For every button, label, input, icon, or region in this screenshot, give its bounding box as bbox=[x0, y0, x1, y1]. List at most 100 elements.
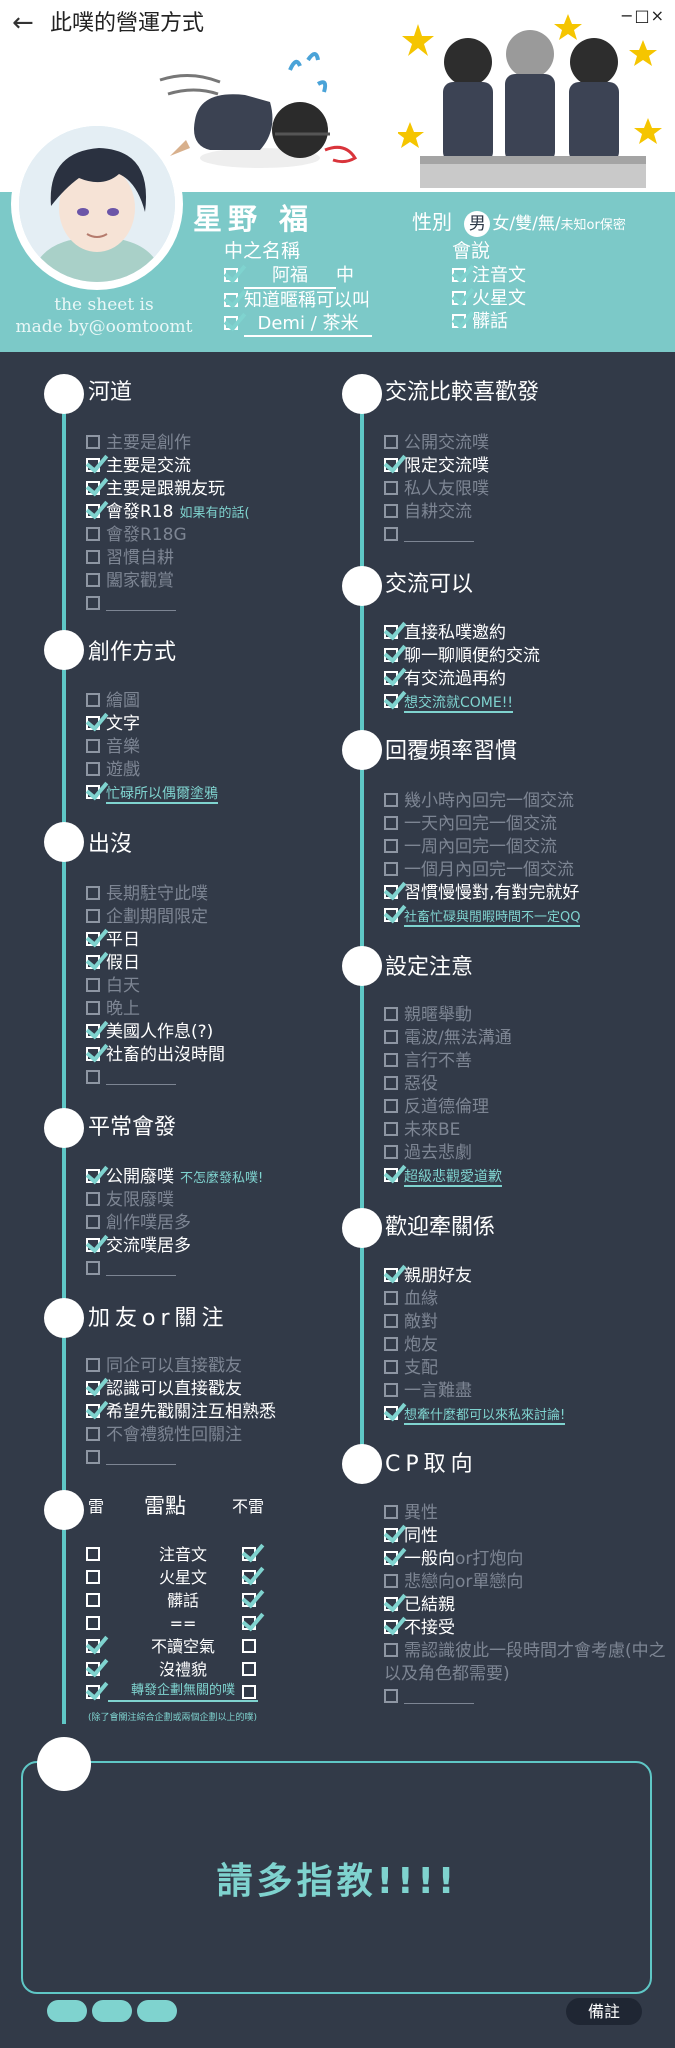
option-item[interactable]: 遊戲 bbox=[86, 759, 218, 782]
checkbox-icon[interactable] bbox=[86, 573, 100, 587]
checkbox-icon[interactable] bbox=[86, 1192, 100, 1206]
checkbox-icon[interactable] bbox=[86, 1001, 100, 1015]
option-item[interactable]: 惡役 bbox=[384, 1073, 512, 1096]
checkbox-checked-icon[interactable] bbox=[242, 1547, 256, 1561]
checkbox-icon[interactable] bbox=[384, 1337, 398, 1351]
checkbox-checked-icon[interactable] bbox=[384, 1597, 398, 1611]
checkbox-checked-icon[interactable] bbox=[86, 716, 100, 730]
checkbox-checked-icon[interactable] bbox=[242, 1616, 256, 1630]
option-item[interactable]: 繪圖 bbox=[86, 690, 218, 713]
option-item[interactable]: 長期駐守此噗 bbox=[86, 883, 225, 906]
checkbox-icon[interactable] bbox=[384, 1291, 398, 1305]
checkbox-icon[interactable] bbox=[384, 1145, 398, 1159]
checkbox-icon[interactable] bbox=[86, 435, 100, 449]
option-item[interactable]: 異性 bbox=[384, 1502, 674, 1525]
option-item[interactable]: 電波/無法溝通 bbox=[384, 1027, 512, 1050]
option-item[interactable]: 親朋好友 bbox=[384, 1265, 565, 1288]
option-item[interactable]: 公開交流噗 bbox=[384, 432, 489, 455]
checkbox-icon[interactable] bbox=[242, 1685, 256, 1699]
checkbox-icon[interactable] bbox=[86, 1215, 100, 1229]
page-pill-2[interactable] bbox=[92, 2000, 132, 2022]
checkbox-checked-icon[interactable] bbox=[86, 458, 100, 472]
option-item[interactable]: 主要是創作 bbox=[86, 432, 250, 455]
checkbox-icon[interactable] bbox=[384, 1689, 398, 1703]
checkbox-icon[interactable] bbox=[384, 1099, 398, 1113]
checkbox-icon[interactable] bbox=[384, 839, 398, 853]
checkbox-checked-icon[interactable] bbox=[384, 625, 398, 639]
option-item[interactable]: 企劃期間限定 bbox=[86, 906, 225, 929]
option-item[interactable]: 一天內回完一個交流 bbox=[384, 813, 580, 836]
option-item[interactable]: 交流噗居多 bbox=[86, 1235, 263, 1258]
option-item[interactable]: 限定交流噗 bbox=[384, 455, 489, 478]
checkbox-icon[interactable] bbox=[86, 1450, 100, 1464]
option-item[interactable]: 不接受 bbox=[384, 1617, 674, 1640]
checkbox-checked-icon[interactable] bbox=[86, 955, 100, 969]
checkbox-checked-icon[interactable] bbox=[384, 1268, 398, 1282]
option-item[interactable]: 希望先戳關注互相熟悉 bbox=[86, 1401, 276, 1424]
checkbox-icon[interactable] bbox=[384, 1122, 398, 1136]
checkbox-icon[interactable] bbox=[384, 1360, 398, 1374]
blank-line[interactable] bbox=[404, 1690, 474, 1704]
checkbox-icon[interactable] bbox=[384, 1643, 398, 1657]
option-blank[interactable] bbox=[86, 593, 250, 616]
checkbox-checked-icon[interactable] bbox=[86, 1381, 100, 1395]
checkbox-icon[interactable] bbox=[86, 886, 100, 900]
option-item[interactable]: 文字 bbox=[86, 713, 218, 736]
checkbox-checked-icon[interactable] bbox=[86, 1024, 100, 1038]
option-item[interactable]: 未來BE bbox=[384, 1119, 512, 1142]
option-item[interactable]: 炮友 bbox=[384, 1334, 565, 1357]
checkbox-icon[interactable] bbox=[384, 504, 398, 518]
checkbox-icon[interactable] bbox=[384, 435, 398, 449]
option-item[interactable]: 血緣 bbox=[384, 1288, 565, 1311]
option-item[interactable]: 習慣自耕 bbox=[86, 547, 250, 570]
option-blank[interactable] bbox=[384, 524, 489, 547]
option-item[interactable]: 美國人作息(?) bbox=[86, 1021, 225, 1044]
checkbox-icon[interactable] bbox=[86, 1261, 100, 1275]
page-pill-1[interactable] bbox=[47, 2000, 87, 2022]
option-item[interactable]: 一個月內回完一個交流 bbox=[384, 859, 580, 882]
check-icon[interactable] bbox=[452, 268, 466, 282]
blank-line[interactable] bbox=[106, 1451, 176, 1465]
checkbox-icon[interactable] bbox=[384, 793, 398, 807]
option-custom[interactable]: 超級悲觀愛道歉 bbox=[384, 1165, 512, 1188]
checkbox-checked-icon[interactable] bbox=[86, 1238, 100, 1252]
option-custom[interactable]: 忙碌所以偶爾塗鴉 bbox=[86, 782, 218, 805]
option-item[interactable]: 假日 bbox=[86, 952, 225, 975]
checkbox-checked-icon[interactable] bbox=[86, 1169, 100, 1183]
option-item[interactable]: 言行不善 bbox=[384, 1050, 512, 1073]
checkbox-icon[interactable] bbox=[86, 1427, 100, 1441]
checkbox-icon[interactable] bbox=[86, 527, 100, 541]
checkbox-icon[interactable] bbox=[86, 1616, 100, 1630]
checkbox-icon[interactable] bbox=[384, 1314, 398, 1328]
check-icon[interactable] bbox=[224, 293, 238, 307]
option-item[interactable]: 會發R18G bbox=[86, 524, 250, 547]
checkbox-checked-icon[interactable] bbox=[384, 458, 398, 472]
option-item[interactable]: 音樂 bbox=[86, 736, 218, 759]
option-item[interactable]: 主要是跟親友玩 bbox=[86, 478, 250, 501]
option-item[interactable]: 自耕交流 bbox=[384, 501, 489, 524]
checkbox-icon[interactable] bbox=[86, 1547, 100, 1561]
option-blank[interactable] bbox=[86, 1258, 263, 1281]
gender-selected[interactable]: 男 bbox=[464, 211, 491, 237]
check-icon[interactable] bbox=[452, 314, 466, 328]
checkbox-icon[interactable] bbox=[242, 1662, 256, 1676]
option-item[interactable]: 親暱舉動 bbox=[384, 1004, 512, 1027]
checkbox-checked-icon[interactable] bbox=[384, 908, 398, 922]
option-item[interactable]: 平日 bbox=[86, 929, 225, 952]
checkbox-checked-icon[interactable] bbox=[242, 1593, 256, 1607]
checkbox-icon[interactable] bbox=[384, 1076, 398, 1090]
option-item[interactable]: 友限廢噗 bbox=[86, 1189, 263, 1212]
option-item[interactable]: 同性 bbox=[384, 1525, 674, 1548]
option-blank[interactable] bbox=[384, 1686, 674, 1709]
checkbox-checked-icon[interactable] bbox=[384, 671, 398, 685]
option-item[interactable]: 公開廢噗不怎麼發私噗! bbox=[86, 1166, 263, 1189]
option-item[interactable]: 不會禮貌性回關注 bbox=[86, 1424, 276, 1447]
option-item[interactable]: 幾小時內回完一個交流 bbox=[384, 790, 580, 813]
option-item[interactable]: 闔家觀賞 bbox=[86, 570, 250, 593]
option-item[interactable]: 敵對 bbox=[384, 1311, 565, 1334]
option-item[interactable]: 一言難盡 bbox=[384, 1380, 565, 1403]
checkbox-checked-icon[interactable] bbox=[384, 694, 398, 708]
option-item[interactable]: 已結親 bbox=[384, 1594, 674, 1617]
check-icon[interactable] bbox=[224, 316, 238, 330]
